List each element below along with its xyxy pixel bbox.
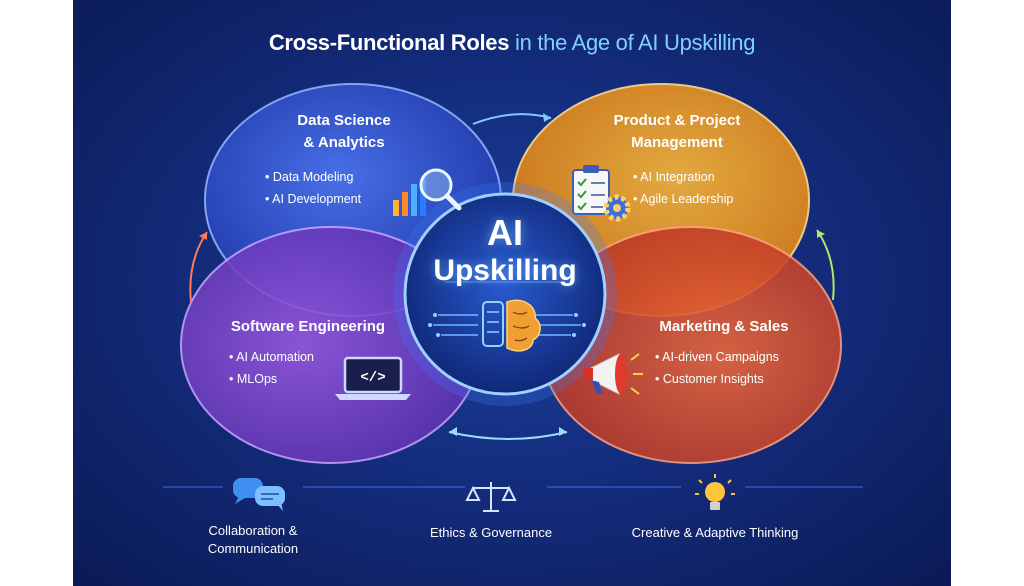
footer-ethics: Ethics & Governance [429,525,553,540]
bullet-agile-leadership: Agile Leadership [633,192,733,206]
bullet-ai-development: AI Development [265,192,361,206]
product-bullets: AI Integration Agile Leadership [633,166,733,210]
cycle-arrows [189,113,835,440]
title-highlight: in the Age of AI Upskilling [514,30,756,55]
footer-collaboration: Collaboration & Communication [207,523,299,556]
laptop-code-icon: </> [335,356,411,400]
diagram-canvas: </> [73,0,951,586]
bullet-ai-automation: AI Automation [229,350,314,364]
bullet-data-modeling: Data Modeling [265,170,353,184]
diagram-artwork: </> [163,83,863,512]
marketing-bullets: AI-driven Campaigns Customer Insights [655,346,779,390]
software-bullets: AI Automation MLOps [229,346,314,390]
center-line-2: Upskilling [433,254,577,287]
software-title: Software Engineering [230,318,386,335]
title-main: Cross-Functional Roles [268,30,510,55]
product-title: Product & Project Management [613,112,741,151]
arrow-top [472,113,552,125]
bar-chart-magnifier-icon [393,168,462,216]
circuit-brain-icon [428,299,586,352]
center-circle [403,192,607,396]
bullet-ai-integration: AI Integration [633,170,715,184]
lightbulb-icon [695,474,735,510]
data-science-bullets: Data Modeling AI Development [265,166,361,210]
footer-creative: Creative & Adaptive Thinking [631,525,799,540]
page-title: Cross-Functional Roles in the Age of AI … [73,30,951,56]
svg-text:</>: </> [360,370,385,386]
arrow-bottom [448,431,568,440]
clipboard-gear-icon [572,165,631,222]
bullet-ai-driven-campaigns: AI-driven Campaigns [655,350,779,364]
bullet-mlops: MLOps [229,372,277,386]
data-science-title: Data Science & Analytics [297,112,391,151]
bullet-customer-insights: Customer Insights [655,372,764,386]
marketing-title: Marketing & Sales [659,318,789,335]
center-label: AI Upskilling [425,214,585,290]
chat-bubbles-icon [233,478,285,511]
scales-icon [465,482,517,512]
center-line-1: AI [487,212,523,253]
megaphone-icon [583,353,643,395]
